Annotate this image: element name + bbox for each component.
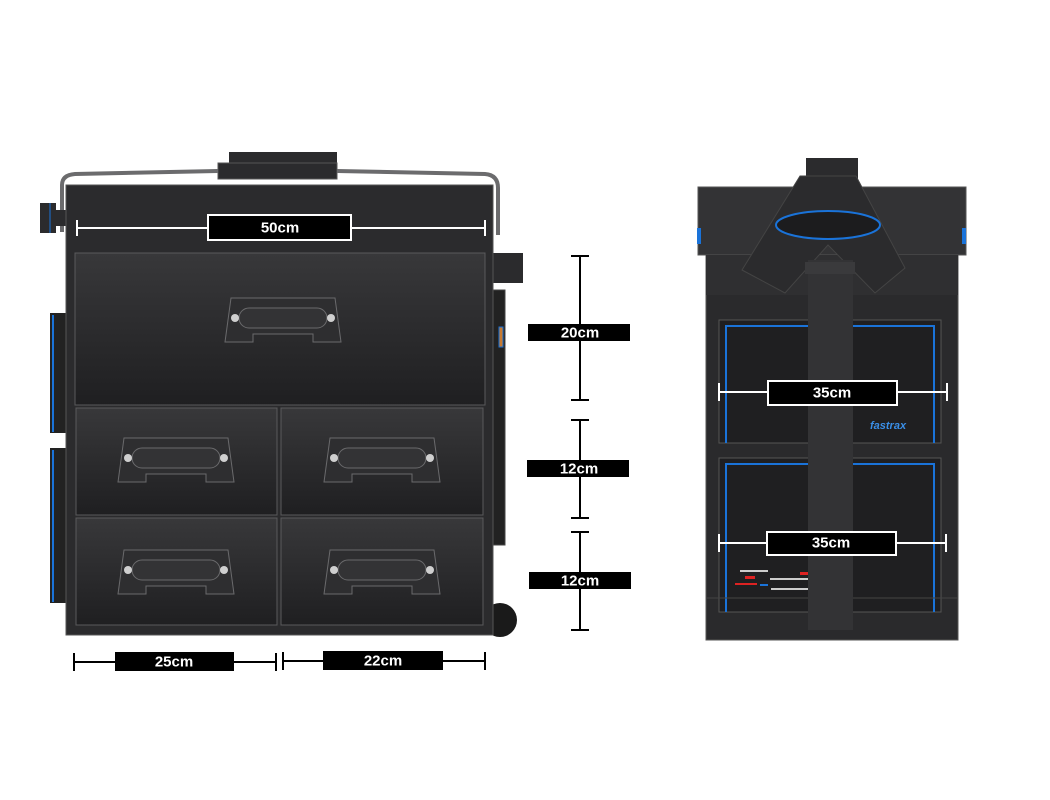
dimension-label: 12cm: [561, 573, 599, 590]
dimension-label: 25cm: [155, 654, 193, 671]
top-handle-opening: [775, 210, 881, 240]
vertical-strap: [808, 260, 853, 630]
dimension-label: 22cm: [364, 653, 402, 670]
dimension-label: 35cm: [813, 385, 851, 402]
dimension-label: 12cm: [560, 461, 598, 478]
carry-handle-bar: [60, 169, 500, 235]
side-handle: [493, 253, 523, 283]
width-dimension-right-drawer: 22cm: [282, 651, 486, 670]
width-dimension-upper-panel: 35cm: [718, 380, 948, 406]
height-dimension-middle-drawer: 12cm: [527, 419, 629, 519]
width-dimension-left-drawer: 25cm: [73, 652, 277, 671]
dimension-label: 50cm: [261, 220, 299, 237]
side-view-bag: fastrax: [697, 158, 967, 641]
side-buckle: [40, 203, 56, 233]
width-dimension-50: 50cm: [76, 214, 486, 241]
front-view-bag: [40, 152, 523, 637]
brand-logo: fastrax: [870, 420, 907, 432]
dimension-label: 35cm: [812, 535, 850, 552]
width-dimension-lower-panel: 35cm: [718, 531, 947, 556]
height-dimension-bottom-drawer: 12cm: [529, 531, 631, 631]
dimension-label: 20cm: [561, 325, 599, 342]
decorative-graphic: [735, 570, 808, 590]
height-dimension-top-drawer: 20cm: [528, 255, 630, 401]
